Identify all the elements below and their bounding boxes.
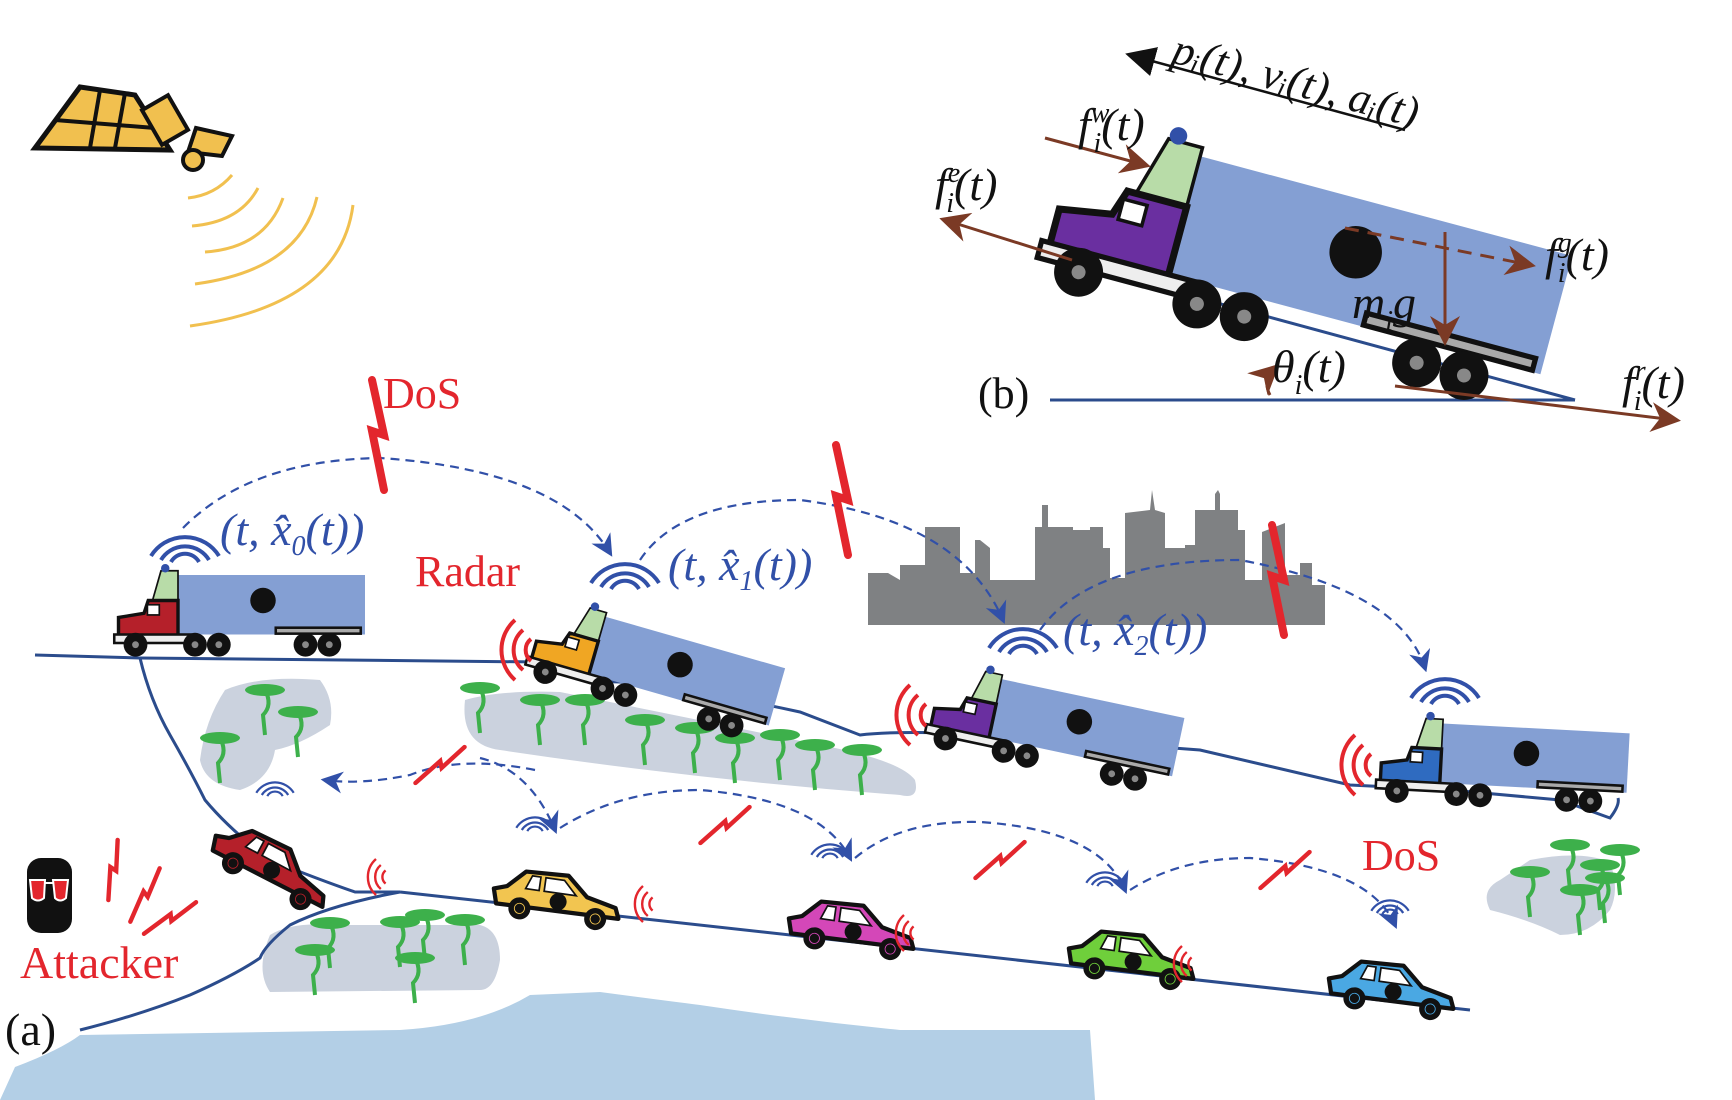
label-mass-gravity: mig xyxy=(1352,277,1416,337)
car-3 xyxy=(1065,926,1198,993)
broadcast-label-2: (t, x̂2(t)) xyxy=(1063,604,1207,662)
dos-bolt-icon xyxy=(836,445,848,555)
radar-icon xyxy=(894,683,928,747)
dos-label-bottom: DoS xyxy=(1362,831,1440,880)
broadcast-label-1: (t, x̂1(t)) xyxy=(668,539,812,597)
wifi-icon xyxy=(987,627,1059,656)
direction-arrow xyxy=(1125,47,1406,132)
attacker-icon xyxy=(27,858,72,933)
car-4 xyxy=(1325,956,1458,1023)
ground-patch xyxy=(262,924,500,992)
wifi-icon xyxy=(149,535,221,564)
panel-a: DoS DoS Radar Attacker (a) (t, x̂0(t)) (… xyxy=(0,84,1642,1100)
city-skyline xyxy=(868,490,1325,625)
gravity-component-arrow xyxy=(1344,226,1536,276)
wifi-icon xyxy=(1409,677,1481,706)
broadcast-label-0: (t, x̂0(t)) xyxy=(220,504,364,562)
water-body xyxy=(0,992,1095,1100)
truck-0 xyxy=(112,562,367,659)
satellite-icon xyxy=(30,84,235,172)
panel-a-label: (a) xyxy=(5,1004,56,1055)
satellite-signal-icon xyxy=(187,174,355,328)
wifi-icon xyxy=(589,562,661,591)
truck-2 xyxy=(920,653,1189,800)
radar-icon xyxy=(499,618,533,682)
v2v-links xyxy=(182,456,1431,930)
label-theta: θi(t) xyxy=(1272,341,1346,401)
wind-force-arrow xyxy=(1044,136,1151,174)
attacker-label: Attacker xyxy=(20,937,178,988)
radar-label: Radar xyxy=(415,547,520,596)
rolling-force-arrow xyxy=(1394,384,1681,432)
panel-b-label: (b) xyxy=(978,369,1029,418)
car-2 xyxy=(785,896,918,963)
car-0 xyxy=(203,816,339,920)
truck-3 xyxy=(1373,707,1632,817)
angle-arc xyxy=(1247,363,1280,396)
car-1 xyxy=(490,866,623,933)
dos-label-top: DoS xyxy=(383,369,461,418)
state-label: pᵢ(t), vᵢ(t), aᵢ(t) xyxy=(1165,24,1425,138)
ground-patch xyxy=(464,691,916,796)
engine-force-arrow xyxy=(939,212,1073,262)
